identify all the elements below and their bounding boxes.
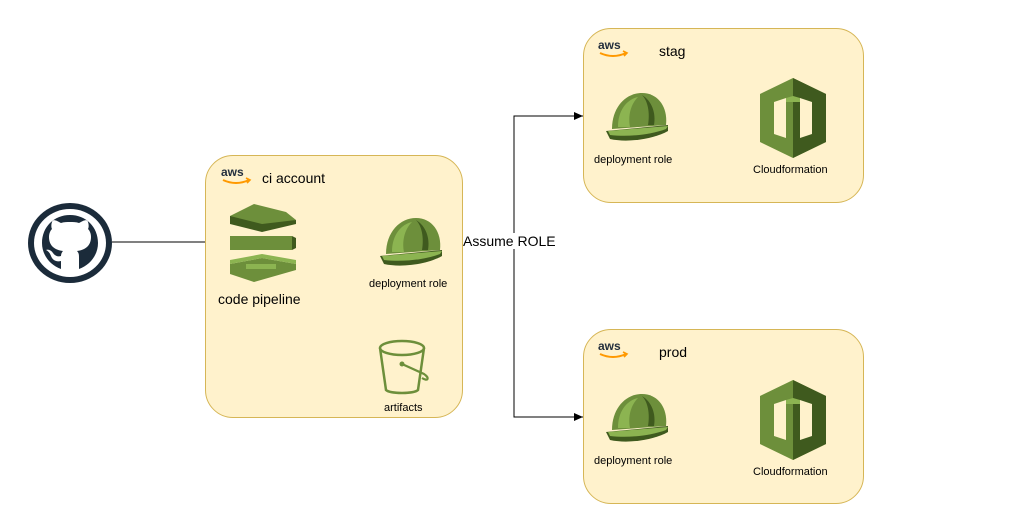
aws-logo-icon: aws: [598, 38, 629, 57]
hard-hat-icon: [606, 93, 668, 141]
code-pipeline-icon: [230, 204, 296, 282]
cloudformation-icon: [760, 380, 826, 460]
github-icon: [28, 203, 112, 283]
aws-logo-text: aws: [221, 165, 244, 179]
assume-role-edge-prod: [513, 242, 583, 421]
stag-cf-label: Cloudformation: [753, 164, 828, 176]
artifacts-label: artifacts: [384, 402, 423, 414]
prod-role-label: deployment role: [594, 455, 673, 467]
assume-role-edge-stag: [457, 112, 583, 243]
ci-role-label: deployment role: [369, 278, 448, 290]
aws-logo-text: aws: [598, 38, 621, 52]
aws-logo-icon: aws: [221, 165, 252, 184]
cloudformation-icon: [760, 78, 826, 158]
assume-role-label: Assume ROLE: [463, 233, 556, 249]
github-node: [28, 203, 114, 285]
ci-account-title: ci account: [262, 170, 326, 186]
hard-hat-icon: [380, 218, 442, 266]
aws-logo-text: aws: [598, 339, 621, 353]
bucket-icon: [378, 339, 429, 395]
prod-cf-label: Cloudformation: [753, 466, 828, 478]
stag-title: stag: [659, 43, 686, 59]
prod-title: prod: [659, 344, 688, 360]
aws-logo-icon: aws: [598, 339, 629, 358]
hard-hat-icon: [606, 394, 668, 442]
code-pipeline-label: code pipeline: [218, 291, 301, 307]
stag-role-label: deployment role: [594, 154, 673, 166]
